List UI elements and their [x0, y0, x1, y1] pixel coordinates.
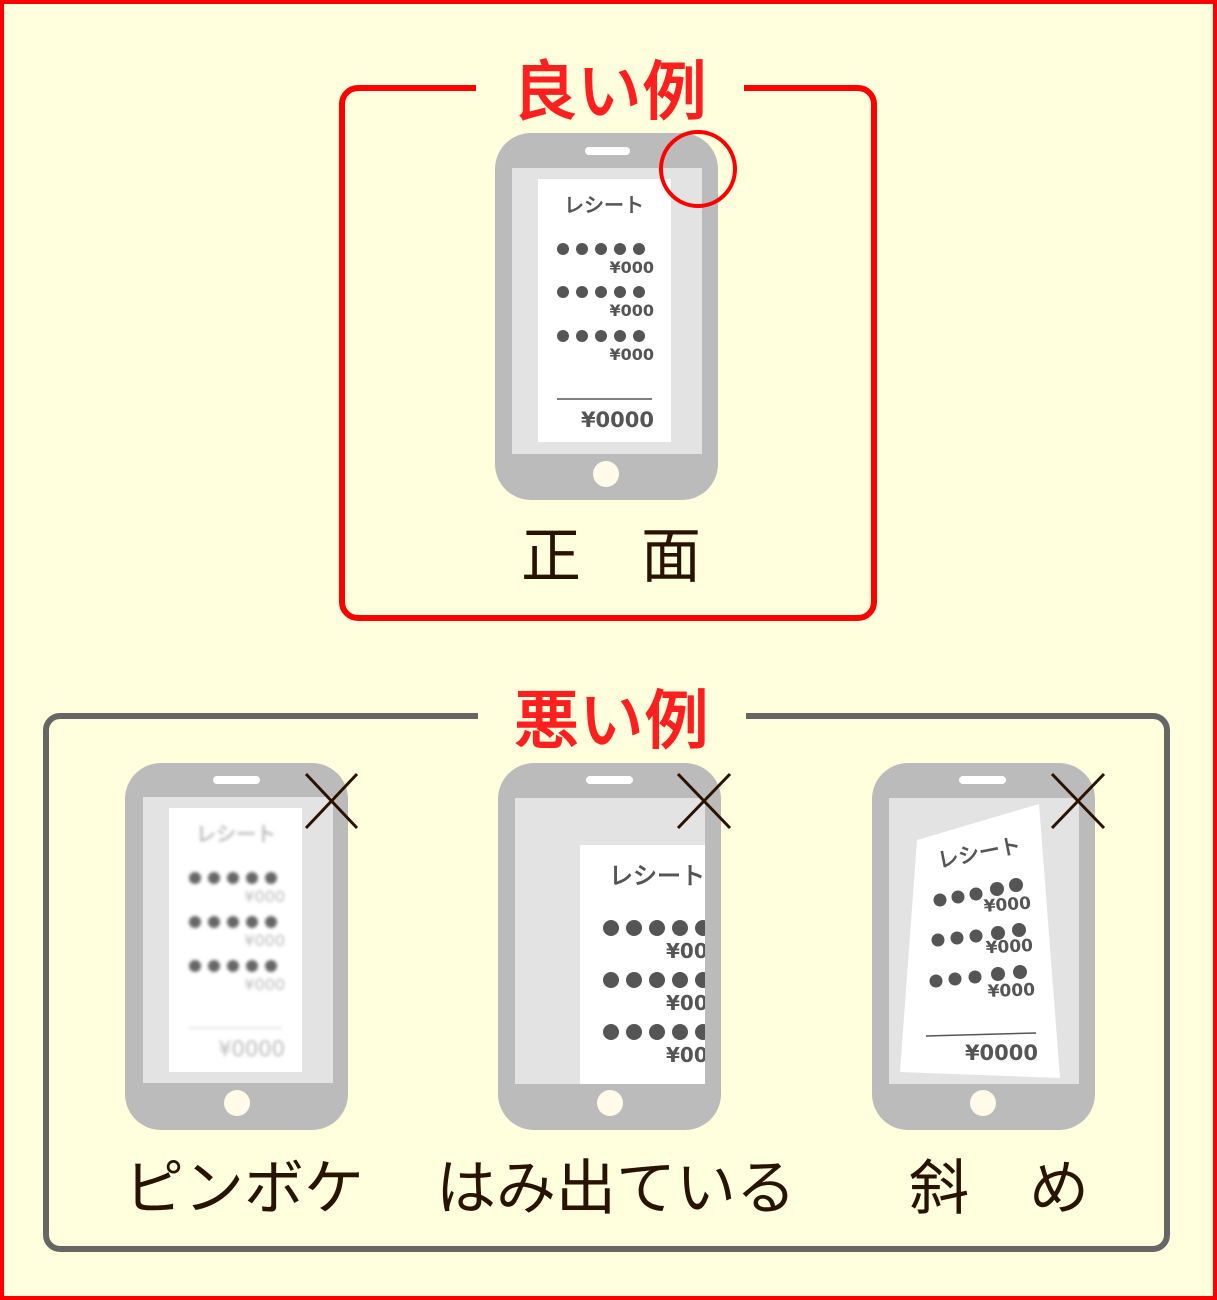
receipt-item-price: ¥000 [244, 975, 285, 994]
receipt-paper [538, 179, 671, 442]
cross-icon [1050, 772, 1106, 830]
label-blurry: ピンボケ [124, 1154, 364, 1224]
receipt-item-price: ¥000 [985, 936, 1033, 958]
receipt-item-price: ¥000 [609, 301, 654, 320]
phone-home-button [224, 1090, 250, 1116]
good-example-group: レシート ¥000 ¥000 ¥000 ¥0000 [339, 85, 877, 621]
label-sticking-out: はみ出ている [436, 1154, 796, 1224]
receipt-item-dots [603, 920, 705, 1040]
receipt-title: レシート [609, 862, 705, 890]
receipt-paper [580, 845, 705, 1084]
receipt-blurred-content: レシート ¥000 ¥000 ¥000 ¥0000 [188, 822, 285, 1061]
phone-speaker [213, 776, 260, 784]
phone-slanted: レシート ¥000 ¥000 ¥000 ¥0000 [872, 763, 1106, 1130]
receipt-item-dots [929, 878, 1027, 988]
phone-speaker [585, 147, 630, 155]
receipt: レシート ¥000 ¥000 ¥000 ¥0000 [538, 179, 671, 442]
receipt-title: レシート [564, 193, 644, 217]
phone-home-button [597, 1090, 623, 1116]
good-example-heading: 良い例 [476, 58, 744, 128]
receipt-item-price: ¥000 [244, 931, 285, 950]
receipt-divider [925, 1032, 1037, 1037]
receipt-item-price: ¥000 [666, 991, 722, 1015]
label-front: 正 面 [521, 522, 701, 592]
phone-speaker [586, 776, 633, 784]
receipt: レシート ¥000 ¥000 ¥000 [580, 845, 722, 1084]
receipt-item-price: ¥000 [983, 894, 1032, 917]
receipt-item-price: ¥000 [987, 980, 1035, 1002]
receipt-item-price: ¥000 [244, 887, 285, 906]
label-slanted: 斜 め [909, 1154, 1089, 1224]
receipt: レシート ¥000 ¥000 ¥000 ¥0000 [900, 804, 1060, 1078]
highlight-circle [659, 130, 737, 208]
receipt-total: ¥0000 [581, 408, 654, 432]
bad-example-group: レシート ¥000 ¥000 ¥000 ¥0000 [43, 713, 1170, 1252]
phone-blurry: レシート ¥000 ¥000 ¥000 ¥0000 [125, 763, 359, 1130]
receipt-item-price: ¥000 [666, 939, 722, 963]
receipt-item-price: ¥000 [609, 345, 654, 364]
receipt-item-price: ¥000 [609, 258, 654, 277]
phone-cropped: レシート ¥000 ¥000 ¥000 [498, 763, 732, 1130]
phone-home-button [593, 461, 619, 487]
cross-icon [676, 772, 732, 830]
phone-speaker [959, 776, 1006, 784]
phone-home-button [970, 1090, 996, 1116]
receipt-title: レシート [196, 822, 276, 846]
receipt-item-dots [189, 872, 277, 972]
cross-icon [304, 772, 359, 830]
bad-example-heading: 悪い例 [478, 687, 746, 757]
receipt-total: ¥0000 [218, 1037, 285, 1061]
receipt-total: ¥0000 [965, 1041, 1038, 1065]
receipt: レシート ¥000 ¥000 ¥000 ¥0000 [169, 808, 302, 1072]
receipt-item-dots [557, 243, 645, 342]
phone-front: レシート ¥000 ¥000 ¥000 ¥0000 [495, 130, 737, 500]
receipt-item-price: ¥000 [666, 1043, 722, 1067]
